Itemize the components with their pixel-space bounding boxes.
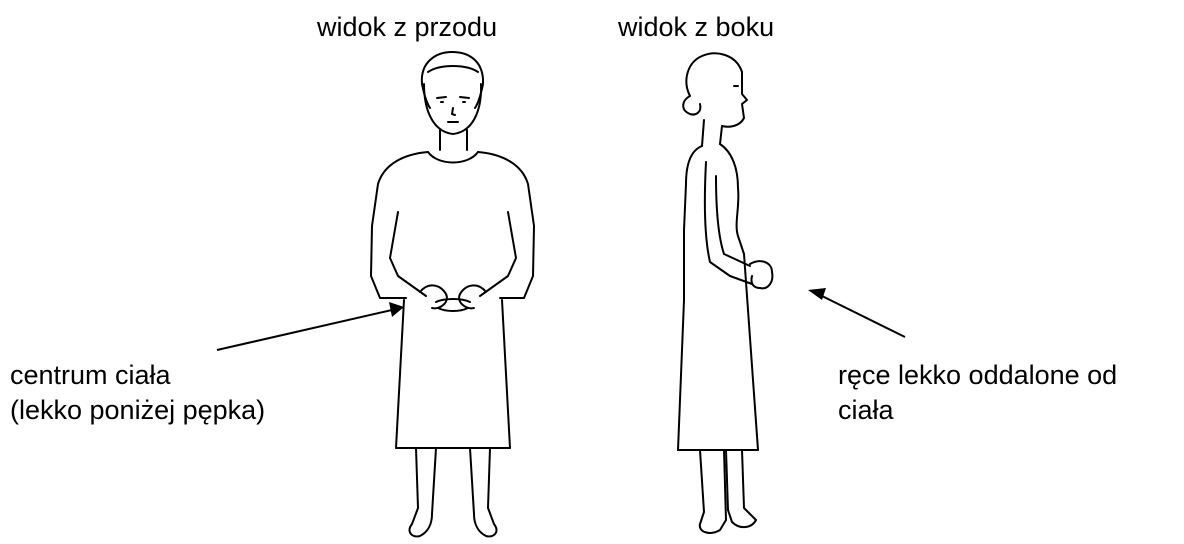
arrow-hands: [808, 288, 905, 337]
side-figure: [678, 53, 772, 532]
front-figure: [371, 52, 534, 536]
arrow-body-center: [217, 302, 404, 350]
